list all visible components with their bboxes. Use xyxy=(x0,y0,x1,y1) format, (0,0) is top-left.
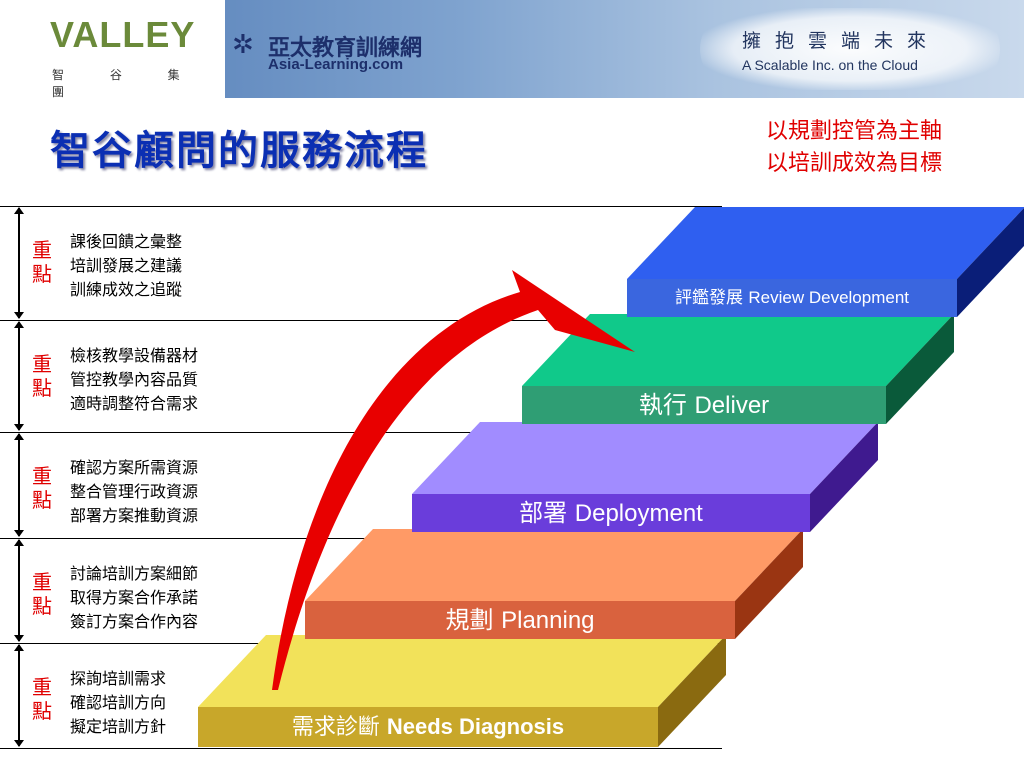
row-divider xyxy=(0,320,722,321)
key-point-items: 課後回饋之彙整培訓發展之建議訓練成效之追蹤 xyxy=(70,230,182,302)
step-label: 評鑑發展 Review Development xyxy=(627,279,957,317)
step-front-face xyxy=(305,601,735,639)
valley-logo: VALLEY xyxy=(50,14,196,55)
step-label-zh: 規劃 xyxy=(445,606,502,634)
key-point-item: 訓練成效之追蹤 xyxy=(70,280,183,299)
step-label-en: Needs Diagnosis xyxy=(386,714,565,739)
motto: 以規劃控管為主軸 以培訓成效為目標 xyxy=(766,116,942,180)
step-label-en: Deployment xyxy=(574,500,703,527)
key-point-item: 討論培訓方案細節 xyxy=(70,564,199,583)
key-point-char: 重 xyxy=(32,238,52,262)
key-point-item: 探詢培訓需求 xyxy=(70,669,167,688)
step-side-face xyxy=(957,208,1024,317)
step-label-en: Deliver xyxy=(694,392,770,419)
progress-arrow xyxy=(272,270,635,690)
step-label: 部署 Deployment xyxy=(412,494,810,532)
step-front-face xyxy=(522,386,886,424)
motto-line: 以規劃控管為主軸 xyxy=(766,119,943,144)
key-point-item: 部署方案推動資源 xyxy=(70,506,199,525)
step-label-en: Review Development xyxy=(748,288,910,307)
key-point-label: 重點 xyxy=(32,675,56,723)
partner-name-en: Asia-Learning.com xyxy=(268,56,404,73)
step-top-face xyxy=(522,314,954,386)
butterfly-icon: ✲ xyxy=(232,30,254,60)
step-top-face xyxy=(198,635,726,707)
step-label-en: Planning xyxy=(501,607,595,634)
key-point-label: 重點 xyxy=(32,464,56,512)
step-side-face xyxy=(658,635,726,747)
step-label-zh: 執行 xyxy=(638,391,695,419)
dimension-arrow xyxy=(14,321,24,431)
step-label: 規劃 Planning xyxy=(305,601,735,639)
key-point-item: 取得方案合作承諾 xyxy=(70,588,199,607)
dimension-arrow xyxy=(14,644,24,747)
key-point-label: 重點 xyxy=(32,570,56,618)
key-point-item: 檢核教學設備器材 xyxy=(70,346,199,365)
row-divider xyxy=(0,748,722,749)
step-label: 執行 Deliver xyxy=(522,386,886,424)
key-point-char: 點 xyxy=(32,376,52,400)
key-point-items: 確認方案所需資源整合管理行政資源部署方案推動資源 xyxy=(70,456,198,528)
dimension-arrow xyxy=(14,433,24,537)
slogan-en: A Scalable Inc. on the Cloud xyxy=(742,57,918,73)
step-front-face xyxy=(198,707,658,747)
key-point-item: 確認培訓方向 xyxy=(70,693,167,712)
key-point-item: 管控教學內容品質 xyxy=(70,370,199,389)
key-point-item: 確認方案所需資源 xyxy=(70,458,199,477)
key-point-char: 點 xyxy=(32,699,52,723)
key-point-char: 重 xyxy=(32,464,52,488)
key-point-items: 探詢培訓需求確認培訓方向擬定培訓方針 xyxy=(70,667,166,739)
page-title: 智谷顧問的服務流程 xyxy=(50,127,428,174)
key-point-char: 點 xyxy=(32,594,52,618)
key-point-items: 檢核教學設備器材管控教學內容品質適時調整符合需求 xyxy=(70,344,198,416)
logo-area: VALLEY 智 谷 集 團 xyxy=(0,0,225,98)
step-label: 需求診斷 Needs Diagnosis xyxy=(198,707,658,747)
key-point-item: 課後回饋之彙整 xyxy=(70,232,183,251)
key-point-item: 適時調整符合需求 xyxy=(70,394,199,413)
partner-name-zh: 亞太教育訓練網 xyxy=(268,36,423,61)
key-point-char: 重 xyxy=(32,570,52,594)
key-point-char: 點 xyxy=(32,262,52,286)
key-point-items: 討論培訓方案細節取得方案合作承諾簽訂方案合作內容 xyxy=(70,562,198,634)
key-point-item: 培訓發展之建議 xyxy=(70,256,183,275)
dimension-arrow xyxy=(14,539,24,642)
step-side-face xyxy=(810,422,878,532)
dimension-arrow xyxy=(14,207,24,319)
slogan-zh: 擁抱雲端未來 xyxy=(742,30,941,52)
step-side-face xyxy=(886,314,954,424)
step-top-face xyxy=(412,422,878,494)
step-label-zh: 需求診斷 xyxy=(291,715,387,740)
header-banner: VALLEY 智 谷 集 團 ✲ 亞太教育訓練網 Asia-Learning.c… xyxy=(0,0,1024,98)
step-front-face xyxy=(412,494,810,532)
step-label-zh: 評鑑發展 xyxy=(674,288,749,308)
cloud-graphic xyxy=(700,8,1000,90)
key-point-char: 重 xyxy=(32,352,52,376)
key-point-item: 擬定培訓方針 xyxy=(70,717,167,736)
valley-logo-subtitle: 智 谷 集 團 xyxy=(52,68,201,98)
motto-line: 以培訓成效為目標 xyxy=(766,151,943,176)
row-divider xyxy=(0,206,722,207)
step-side-face xyxy=(735,529,803,639)
step-top-face xyxy=(305,529,803,601)
key-point-char: 重 xyxy=(32,675,52,699)
step-label-zh: 部署 xyxy=(519,499,575,527)
key-point-label: 重點 xyxy=(32,238,56,286)
key-point-char: 點 xyxy=(32,488,52,512)
key-point-label: 重點 xyxy=(32,352,56,400)
key-point-item: 簽訂方案合作內容 xyxy=(70,612,199,631)
step-top-face xyxy=(627,207,1024,279)
row-divider xyxy=(0,538,722,539)
step-front-face xyxy=(627,279,957,317)
key-point-item: 整合管理行政資源 xyxy=(70,482,199,501)
